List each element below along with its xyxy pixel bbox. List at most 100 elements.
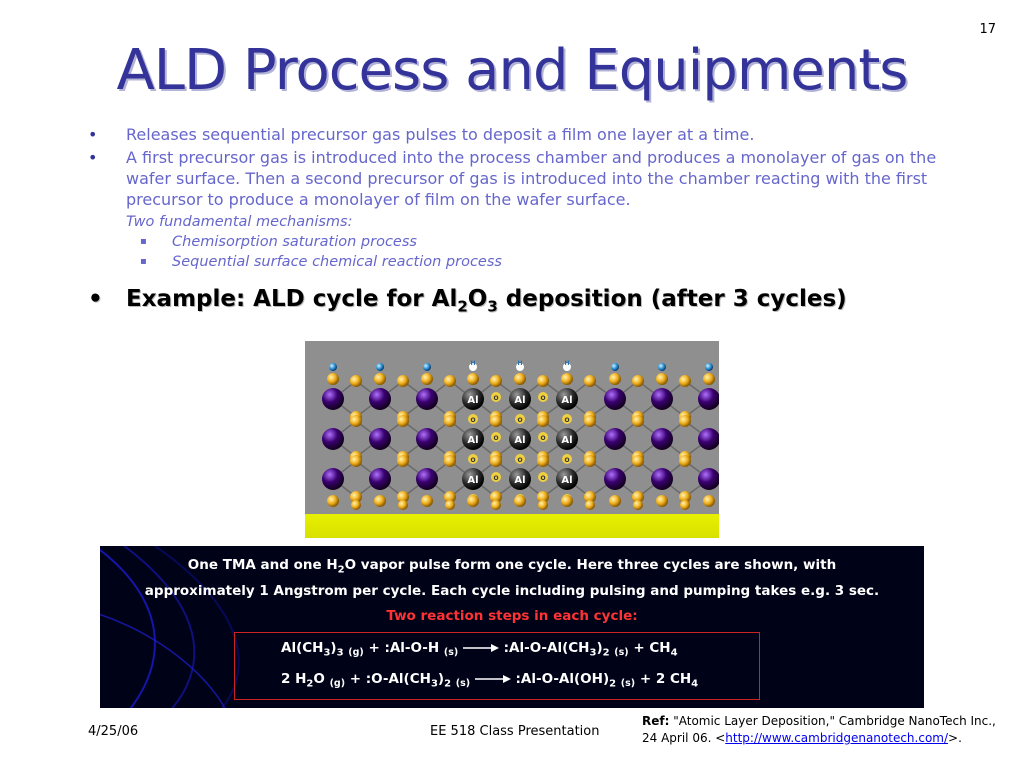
oxygen-atom — [585, 500, 595, 510]
o-label: O — [540, 435, 545, 442]
h-label: H — [517, 360, 522, 367]
equation-1: Al(CH3)3 (g) + :Al-O-H (s) :Al-O-Al(CH3)… — [281, 640, 678, 659]
arrow-right-icon — [474, 675, 511, 683]
oxygen-atom — [397, 415, 409, 427]
al-label: Al — [514, 435, 525, 446]
eq-text: O — [313, 671, 330, 687]
subscript: 2 — [609, 678, 617, 690]
eq-text: + :Al-O-H — [363, 640, 444, 656]
phase-label: (s) — [620, 678, 636, 689]
oxygen-atom — [421, 373, 433, 385]
al-atom — [509, 428, 531, 450]
oxygen-atom — [490, 415, 502, 427]
info-text: One TMA and one H — [187, 557, 338, 573]
ref-link[interactable]: http://www.cambridgenanotech.com/ — [725, 731, 949, 745]
purple-atom — [369, 468, 391, 490]
purple-atom — [322, 428, 344, 450]
example-text: deposition (after 3 cycles) — [497, 286, 847, 312]
oxygen-atom — [679, 375, 691, 387]
purple-atom — [651, 388, 673, 410]
oxygen-atom — [491, 472, 501, 482]
eq-text: + 2 CH — [635, 671, 692, 687]
al-label: Al — [561, 475, 572, 486]
oxygen-atom — [397, 491, 409, 503]
oxygen-atom — [327, 373, 339, 385]
hydrogen-atom — [563, 363, 571, 371]
oxygen-atom — [656, 495, 668, 507]
oxygen-atom — [514, 495, 526, 507]
oxygen-atom — [514, 373, 526, 385]
purple-atom — [698, 468, 719, 490]
purple-atom — [698, 388, 719, 410]
oxygen-atom — [538, 472, 548, 482]
ref-end: >. — [948, 731, 962, 745]
bullet-text: Releases sequential precursor gas pulses… — [126, 125, 755, 144]
square-bullet-icon: ▪ — [140, 236, 147, 247]
purple-atom — [322, 468, 344, 490]
oxygen-atom — [468, 414, 478, 424]
subscript: 4 — [670, 647, 678, 659]
o-label: O — [493, 435, 498, 442]
surface-atom — [376, 363, 384, 371]
purple-atom — [322, 388, 344, 410]
subscript: 2 — [457, 297, 468, 316]
oxygen-atom — [397, 375, 409, 387]
oxygen-atom — [491, 392, 501, 402]
oxygen-atom — [609, 495, 621, 507]
eq-text: ) — [437, 671, 445, 687]
eq-text: 2 H — [281, 671, 307, 687]
subscript: 2 — [444, 678, 452, 690]
ref-text: "Atomic Layer Deposition," Cambridge Nan… — [642, 714, 996, 745]
hydrogen-atom — [469, 363, 477, 371]
equation-2: 2 H2O (g) + :O-Al(CH3)2 (s) :Al-O-Al(OH)… — [281, 671, 698, 690]
oxygen-atom — [350, 375, 362, 387]
bullet-dot-icon: • — [88, 125, 98, 144]
purple-atom — [416, 468, 438, 490]
al-atom — [462, 388, 484, 410]
al-atom — [556, 428, 578, 450]
info-text: O vapor pulse form one cycle. Here three… — [344, 557, 837, 573]
oxygen-atom — [584, 455, 596, 467]
oxygen-atom — [444, 455, 456, 467]
purple-atom — [604, 428, 626, 450]
oxygen-atom — [421, 495, 433, 507]
o-label: O — [540, 395, 545, 402]
oxygen-atom — [515, 454, 525, 464]
oxygen-atom — [679, 455, 691, 467]
example-text: O — [467, 286, 488, 312]
oxygen-atom — [350, 491, 362, 503]
footer-reference: Ref: "Atomic Layer Deposition," Cambridg… — [642, 713, 1002, 747]
info-text: approximately 1 Angstrom per cycle. Each… — [144, 582, 880, 599]
oxygen-atom — [538, 432, 548, 442]
bullet-item: • Releases sequential precursor gas puls… — [88, 124, 938, 145]
oxygen-atom — [468, 454, 478, 464]
oxygen-atom — [445, 500, 455, 510]
oxygen-atom — [467, 495, 479, 507]
bullet-dot-icon: • — [88, 286, 103, 312]
al-label: Al — [514, 475, 525, 486]
bullet-dot-icon: • — [88, 148, 98, 167]
eq-text: :Al-O-Al(CH — [503, 640, 590, 656]
oxygen-atom — [351, 500, 361, 510]
oxygen-atom — [609, 373, 621, 385]
oxygen-atom — [350, 415, 362, 427]
cycle-info-panel: One TMA and one H 2 O vapor pulse form one… — [100, 546, 924, 708]
oxygen-atom — [561, 373, 573, 385]
oxygen-atom — [679, 491, 691, 503]
eq-text: :Al-O-Al(OH) — [515, 671, 610, 687]
oxygen-atom — [444, 375, 456, 387]
o-label: O — [470, 457, 475, 464]
oxygen-atom — [397, 455, 409, 467]
h-label: H — [564, 360, 569, 367]
oxygen-atom — [398, 500, 408, 510]
equations-box: Al(CH3)3 (g) + :Al-O-H (s) :Al-O-Al(CH3)… — [234, 632, 760, 700]
phase-label: (s) — [455, 678, 471, 689]
square-bullet-icon: ▪ — [140, 256, 147, 267]
mechanism-item: ▪ Chemisorption saturation process — [88, 232, 938, 252]
oxygen-atom — [632, 375, 644, 387]
phase-label: (s) — [614, 647, 629, 658]
oxygen-atom — [584, 491, 596, 503]
oxygen-atom — [679, 415, 691, 427]
al-label: Al — [467, 395, 478, 406]
cycle-description: One TMA and one H2O vapor pulse form one… — [100, 555, 924, 601]
